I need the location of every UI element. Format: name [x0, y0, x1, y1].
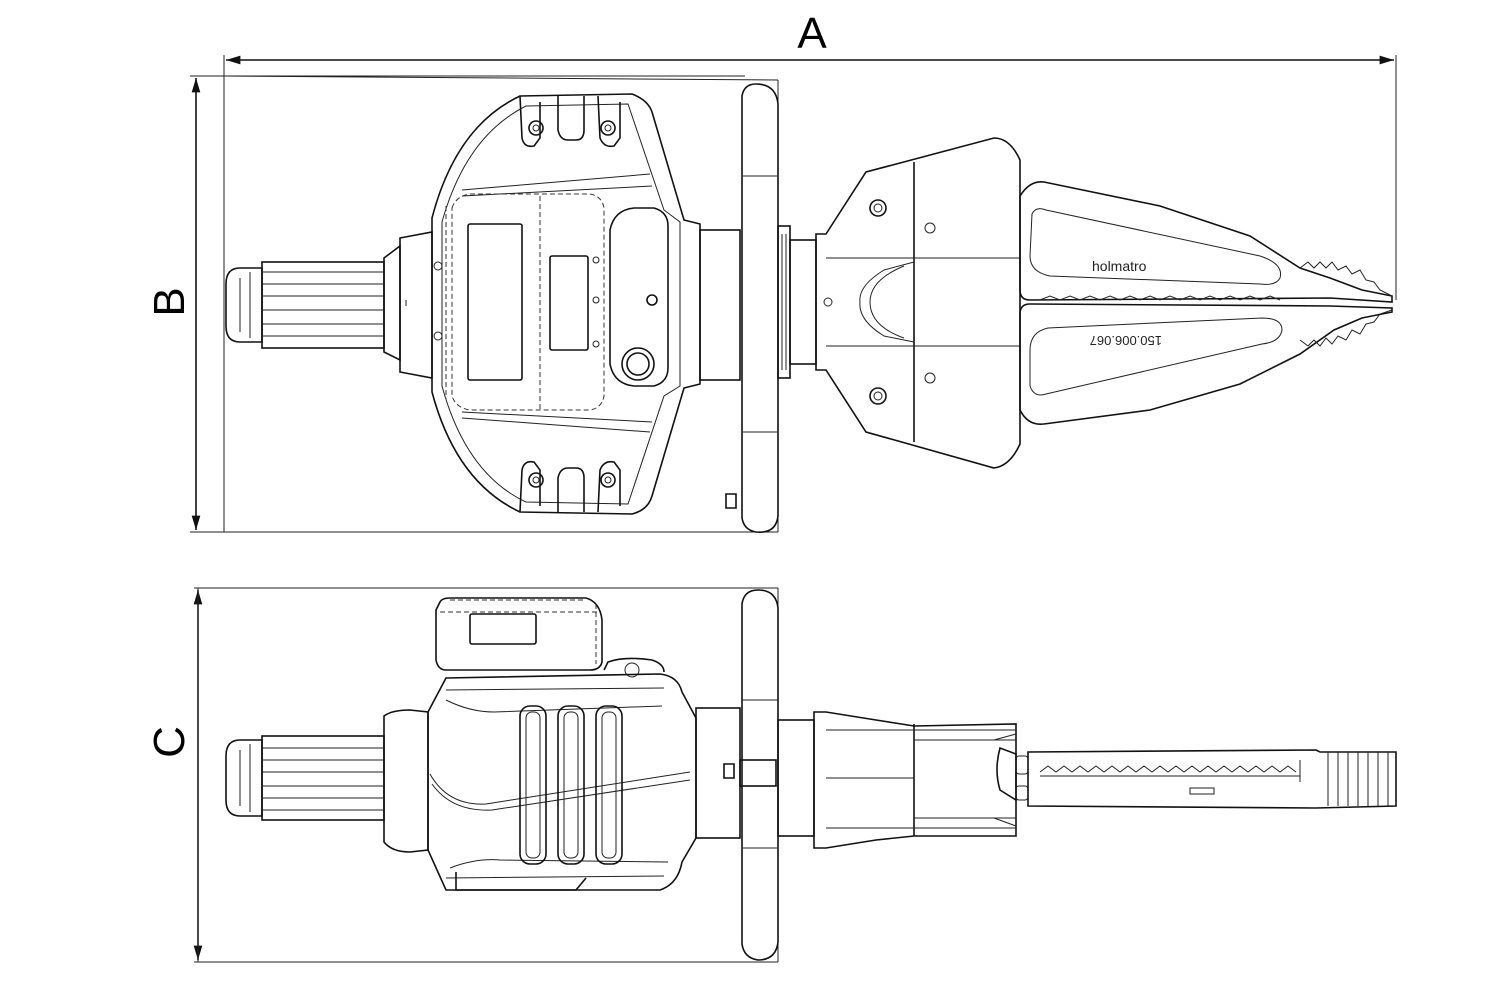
brand-logo-text: holmatro — [1092, 258, 1147, 274]
display-box-side — [435, 597, 665, 678]
spreader-body-top — [815, 137, 1021, 469]
dimension-b-label: B — [145, 287, 194, 316]
rear-grip — [225, 231, 433, 379]
dimension-c-label: C — [145, 726, 194, 758]
hand-wheel-side — [695, 589, 815, 961]
spreader-body-side — [813, 711, 1017, 849]
spreader-arms-top: holmatro 150.006.067 — [1019, 180, 1393, 426]
dimension-a: A — [223, 9, 1397, 300]
dimension-b: B — [145, 75, 778, 533]
top-view: holmatro 150.006.067 — [225, 83, 1393, 533]
top-view-frame — [223, 75, 779, 532]
main-housing-side — [427, 673, 697, 891]
main-housing-top — [431, 93, 701, 515]
spreader-arm-side — [996, 746, 1397, 809]
dimension-a-label: A — [797, 9, 827, 58]
rear-grip-side — [225, 709, 429, 853]
side-view — [225, 589, 1397, 961]
hand-wheel-top — [699, 83, 817, 533]
serial-number-text: 150.006.067 — [1090, 333, 1162, 348]
